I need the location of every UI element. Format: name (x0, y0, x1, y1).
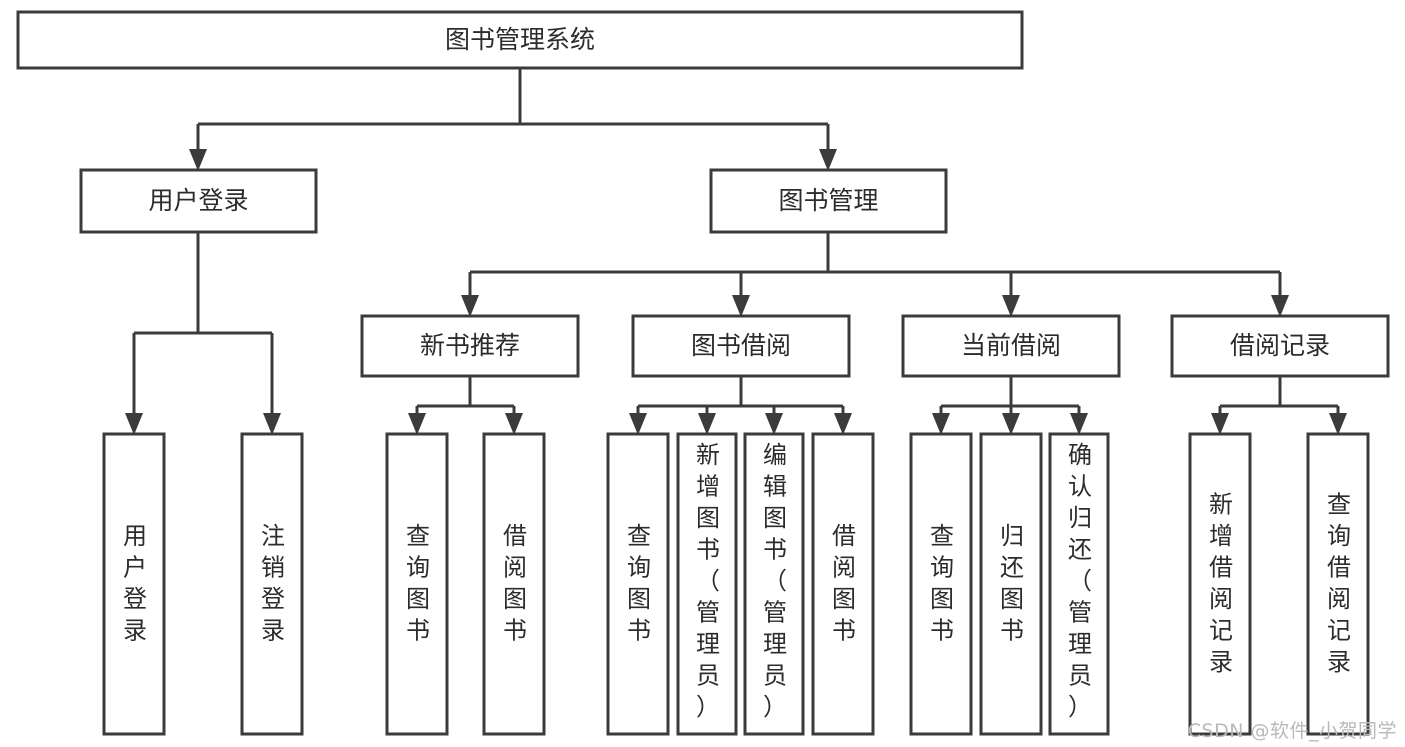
arrow-head-icon (263, 413, 281, 435)
leaf-node-5-box[interactable] (676, 432, 738, 736)
leaf-node-11-label: 新增借阅记录 (1209, 490, 1233, 676)
leaf-node-7[interactable]: 借阅图书 (811, 432, 875, 736)
root-node-图书管理系统-label: 图书管理系统 (445, 25, 595, 54)
level2-node-1-box[interactable] (709, 168, 948, 234)
leaf-node-11-box[interactable] (1188, 432, 1252, 736)
arrow-head-icon (765, 413, 783, 435)
arrow-head-icon (1070, 413, 1088, 435)
level3-node-2-box[interactable] (901, 314, 1121, 378)
arrow-head-icon (698, 413, 716, 435)
level2-node-0[interactable]: 用户登录 (79, 168, 318, 234)
root-node-图书管理系统[interactable]: 图书管理系统 (16, 10, 1024, 70)
arrow-head-icon (505, 413, 523, 435)
arrow-head-icon (1271, 295, 1289, 317)
arrow-head-icon (1329, 413, 1347, 435)
leaf-node-9-box[interactable] (979, 432, 1043, 736)
level3-node-0-label: 新书推荐 (420, 331, 520, 360)
leaf-node-8[interactable]: 查询图书 (909, 432, 973, 736)
level2-node-0-box[interactable] (79, 168, 318, 234)
leaf-node-2-box[interactable] (385, 432, 449, 736)
arrow-head-icon (819, 149, 837, 171)
level3-node-1[interactable]: 图书借阅 (631, 314, 851, 378)
leaf-node-6-box[interactable] (743, 432, 805, 736)
leaf-node-9-label: 归还图书 (1000, 522, 1024, 645)
leaf-node-7-label: 借阅图书 (832, 522, 856, 645)
csdn-watermark: CSDN @软件_小贺同学 (1187, 720, 1397, 742)
leaf-node-3-box[interactable] (482, 432, 546, 736)
leaf-node-2[interactable]: 查询图书 (385, 432, 449, 736)
leaf-node-2-label: 查询图书 (406, 522, 430, 645)
level3-node-3[interactable]: 借阅记录 (1170, 314, 1390, 378)
leaf-node-12-label: 查询借阅记录 (1327, 490, 1351, 676)
arrow-head-icon (125, 413, 143, 435)
leaf-node-4-box[interactable] (606, 432, 670, 736)
leaf-node-4[interactable]: 查询图书 (606, 432, 670, 736)
arrow-head-icon (1211, 413, 1229, 435)
leaf-node-4-label: 查询图书 (627, 522, 651, 645)
leaf-node-1-box[interactable] (240, 432, 304, 736)
arrow-head-icon (189, 149, 207, 171)
level3-node-2-label: 当前借阅 (961, 331, 1061, 360)
arrow-head-icon (932, 413, 950, 435)
connector-edges-layer (125, 68, 1347, 435)
leaf-node-0-label: 用户登录 (123, 522, 147, 645)
level3-node-3-label: 借阅记录 (1230, 331, 1330, 360)
level3-node-1-label: 图书借阅 (691, 331, 791, 360)
leaf-node-9[interactable]: 归还图书 (979, 432, 1043, 736)
arrow-head-icon (732, 295, 750, 317)
level2-node-1-label: 图书管理 (778, 186, 878, 215)
leaf-node-5-label: 新增图书（管理员） (696, 441, 720, 721)
leaf-node-10-box[interactable] (1048, 432, 1110, 736)
leaf-node-5[interactable]: 新增图书（管理员） (676, 432, 738, 736)
level3-node-1-box[interactable] (631, 314, 851, 378)
arrow-head-icon (834, 413, 852, 435)
root-node-图书管理系统-box[interactable] (16, 10, 1024, 70)
arrow-head-icon (408, 413, 426, 435)
leaf-node-12[interactable]: 查询借阅记录 (1306, 432, 1370, 736)
leaf-node-11[interactable]: 新增借阅记录 (1188, 432, 1252, 736)
leaf-node-6-label: 编辑图书（管理员） (763, 441, 787, 721)
leaf-node-6[interactable]: 编辑图书（管理员） (743, 432, 805, 736)
leaf-node-3-label: 借阅图书 (503, 522, 527, 645)
arrow-head-icon (1002, 295, 1020, 317)
leaf-node-0-box[interactable] (102, 432, 166, 736)
level3-node-0[interactable]: 新书推荐 (360, 314, 580, 378)
level2-node-1[interactable]: 图书管理 (709, 168, 948, 234)
leaf-node-12-box[interactable] (1306, 432, 1370, 736)
level3-node-3-box[interactable] (1170, 314, 1390, 378)
leaf-node-7-box[interactable] (811, 432, 875, 736)
leaf-node-1-label: 注销登录 (261, 522, 285, 645)
level3-node-0-box[interactable] (360, 314, 580, 378)
level2-node-0-label: 用户登录 (148, 186, 248, 215)
arrow-head-icon (1002, 413, 1020, 435)
arrow-head-icon (629, 413, 647, 435)
leaf-node-3[interactable]: 借阅图书 (482, 432, 546, 736)
leaf-node-1[interactable]: 注销登录 (240, 432, 304, 736)
leaf-node-0[interactable]: 用户登录 (102, 432, 166, 736)
leaf-node-8-label: 查询图书 (930, 522, 954, 645)
level3-node-2[interactable]: 当前借阅 (901, 314, 1121, 378)
leaf-node-8-box[interactable] (909, 432, 973, 736)
leaf-node-10-label: 确认归还（管理员） (1068, 441, 1092, 721)
arrow-head-icon (461, 295, 479, 317)
leaf-node-10[interactable]: 确认归还（管理员） (1048, 432, 1110, 736)
node-boxes-layer: 图书管理系统用户登录图书管理新书推荐图书借阅当前借阅借阅记录用户登录注销登录查询… (16, 10, 1390, 736)
